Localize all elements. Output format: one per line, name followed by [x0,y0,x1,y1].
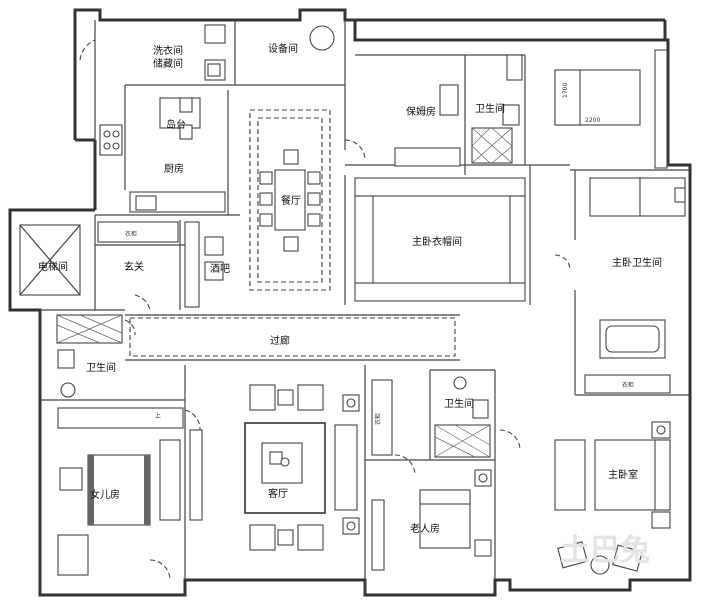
desk [159,439,181,521]
island-stool [179,97,193,113]
bar-counter [184,221,200,308]
laundry-area [204,24,226,81]
label-daughter: 女儿房 [90,488,120,501]
armchair [297,524,324,551]
closet-bottom [354,282,526,302]
basin [60,382,76,398]
master-wardrobe [584,374,671,394]
label-bath-left: 卫生间 [86,361,116,374]
label-master-bedroom: 主卧室 [608,468,638,481]
closet-left [354,195,374,284]
upper-right-room: 1700 2200 [554,49,668,169]
kitchen-sink [135,195,157,211]
sink-laundry [204,24,226,44]
label-living: 客厅 [268,487,288,500]
dim-1700: 1700 [562,83,569,98]
label-foyer: 玄关 [124,260,144,273]
chair [57,534,89,576]
basin [453,376,467,390]
elderly-wardrobe [371,379,393,456]
water-heater [309,25,335,51]
daughter-room-area [57,407,184,576]
armchair [297,384,324,411]
nightstand [474,539,492,557]
kitchen-area [99,97,226,213]
annotation-up: 上 [155,412,161,420]
lounge-chair [612,544,643,572]
annotation-cabinet-b: 衣柜 [374,413,382,425]
master-closet-area [354,177,526,302]
label-elderly: 老人房 [410,522,440,535]
watermark: 土巴兔 [560,533,650,568]
doors [79,39,571,581]
nightstand [59,467,83,491]
dining-rug [249,109,331,291]
room-labels: 洗衣间 储藏间 设备间 岛台 厨房 餐厅 保姆房 卫生间 主卧衣帽间 电梯间 玄… [38,42,662,535]
nanny-bed-table [439,84,459,116]
label-elevator: 电梯间 [38,260,68,273]
bar-stool [204,236,224,256]
label-laundry: 洗衣间 [153,44,183,57]
master-bath-area [584,177,686,394]
master-bedroom-area [554,421,671,575]
tv-cabinet [189,429,203,521]
elderly-room-area [371,376,492,571]
armchair [249,524,276,551]
living-room-area [189,384,360,551]
foyer-area [97,221,224,308]
washer-drum [207,63,221,77]
nanny-wardrobe [394,147,461,167]
label-nanny: 保姆房 [406,105,436,118]
shower [589,177,641,217]
corridor-outline [129,317,456,357]
label-bath-middle: 卫生间 [444,397,474,410]
bath-sink [506,54,523,81]
label-master-closet: 主卧衣帽间 [412,235,462,248]
dim-2200: 2200 [585,117,600,124]
nanny-area [394,54,523,167]
toilet [502,104,520,126]
stove [99,124,123,156]
wardrobe-strip [654,49,668,169]
elderly-desk [371,499,385,571]
island-stool [179,124,193,140]
lounge-chair [557,541,588,569]
living-rug [244,422,326,514]
shoe-cabinet [97,221,179,243]
annotations: 衣柜 衣柜 衣柜 上 [125,230,634,425]
toilet [472,399,489,419]
label-equipment: 设备间 [268,42,298,55]
label-dining: 餐厅 [281,194,301,207]
label-bath-nanny: 卫生间 [475,102,505,115]
dining-area [249,109,331,291]
annotation-cabinet-a: 衣柜 [125,230,137,238]
armchair [249,384,276,411]
sofa-right [334,424,358,511]
nightstand [651,511,671,529]
closet-right [509,195,526,284]
label-storage: 储藏间 [153,57,183,70]
interior-walls [40,20,690,595]
master-sofa [554,439,586,511]
toilet [674,187,686,203]
round-table [590,555,610,575]
elevator [19,224,81,296]
label-island: 岛台 [166,118,186,131]
closet-top [354,177,526,197]
label-master-bath: 主卧卫生间 [612,256,662,269]
label-kitchen: 厨房 [164,162,184,175]
daughter-wardrobe [57,407,184,429]
dining-table [274,169,306,231]
label-corridor: 过廊 [270,334,290,347]
outer-walls [8,8,692,597]
bar-stool [204,261,224,281]
left-bath-area [56,314,123,398]
label-bar: 酒吧 [210,263,230,275]
toilet [57,349,75,369]
annotation-cabinet-c: 衣柜 [622,381,634,389]
